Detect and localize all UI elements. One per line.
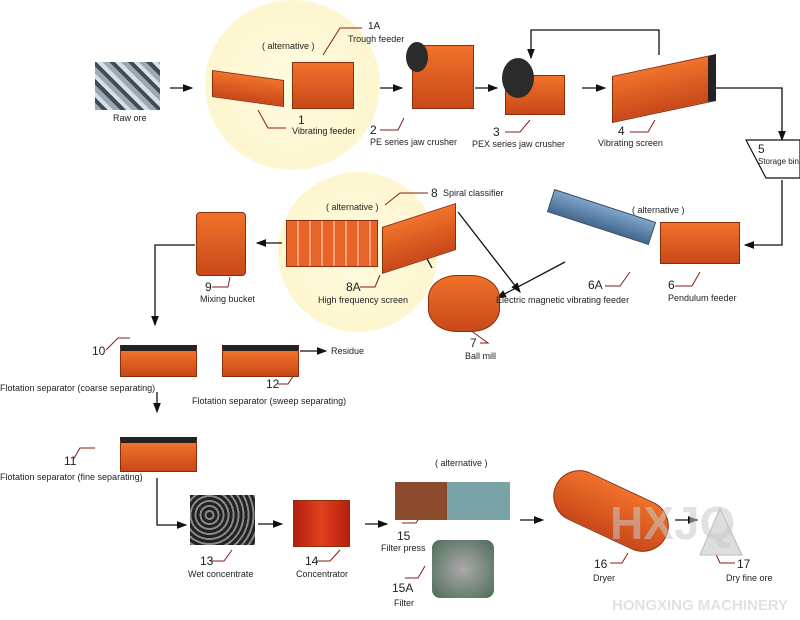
label-storage-bin: Storage bin bbox=[758, 157, 799, 166]
arrow bbox=[457, 211, 521, 294]
watermark-text: HONGXING MACHINERY bbox=[612, 597, 789, 614]
num-11: 11 bbox=[64, 454, 77, 468]
num-13: 13 bbox=[200, 554, 214, 568]
arrow bbox=[743, 180, 783, 249]
return-arrow bbox=[527, 29, 660, 60]
num-10: 10 bbox=[92, 344, 106, 358]
num-5: 5 bbox=[758, 142, 765, 156]
label-flotation-fine: Flotation separator (fine separating) bbox=[0, 472, 143, 482]
label-residue: Residue bbox=[331, 346, 365, 356]
num-12: 12 bbox=[266, 377, 280, 391]
alternative-label: ( alternative ) bbox=[326, 202, 379, 212]
flotation-separator-coarse bbox=[120, 345, 197, 377]
label-trough-feeder: Trough feeder bbox=[348, 34, 405, 44]
num-8a: 8A bbox=[346, 280, 361, 294]
num-17: 17 bbox=[737, 557, 751, 571]
raw-ore-image bbox=[95, 62, 160, 110]
flotation-separator-fine bbox=[120, 437, 197, 472]
label-vibrating-screen: Vibrating screen bbox=[598, 138, 663, 148]
alternative-label: ( alternative ) bbox=[632, 205, 685, 215]
mixing-bucket-machine bbox=[196, 212, 246, 276]
alternative-label: ( alternative ) bbox=[262, 41, 315, 51]
arrow bbox=[712, 87, 786, 142]
label-ball-mill: Ball mill bbox=[465, 351, 497, 361]
num-6a: 6A bbox=[588, 278, 603, 292]
label-electric-vibrating-feeder: Electric magnetic vibrating feeder bbox=[496, 295, 630, 305]
num-8: 8 bbox=[431, 186, 438, 200]
label-filter: Filter bbox=[394, 598, 414, 608]
num-3: 3 bbox=[493, 125, 500, 139]
label-pe-jaw-crusher: PE series jaw crusher bbox=[370, 137, 458, 147]
label-mixing-bucket: Mixing bucket bbox=[200, 294, 256, 304]
label-raw-ore: Raw ore bbox=[113, 113, 147, 123]
arrow bbox=[151, 244, 195, 327]
label-concentrator: Concentrator bbox=[296, 569, 349, 579]
num-9: 9 bbox=[205, 280, 212, 294]
trough-feeder-machine bbox=[292, 62, 354, 109]
label-dryer: Dryer bbox=[593, 573, 615, 583]
ball-mill-machine bbox=[428, 275, 500, 332]
num-14: 14 bbox=[305, 554, 319, 568]
arrow bbox=[495, 261, 566, 299]
label-filter-press: Filter press bbox=[381, 543, 426, 553]
pendulum-feeder-machine bbox=[660, 222, 740, 264]
num-2: 2 bbox=[370, 123, 377, 137]
alternative-label: ( alternative ) bbox=[435, 458, 488, 468]
crusher-flywheel bbox=[502, 58, 534, 98]
crusher-flywheel bbox=[406, 42, 428, 72]
watermark-logo: HXJQ bbox=[610, 497, 736, 549]
label-pendulum-feeder: Pendulum feeder bbox=[668, 293, 737, 303]
concentrator-machine bbox=[293, 500, 350, 547]
label-wet-concentrate: Wet concentrate bbox=[188, 569, 254, 579]
num-1: 1 bbox=[298, 113, 305, 127]
num-15a: 15A bbox=[392, 581, 414, 595]
num-7: 7 bbox=[470, 336, 477, 350]
num-16: 16 bbox=[594, 557, 608, 571]
num-1a: 1A bbox=[368, 21, 381, 32]
label-dry-fine-ore: Dry fine ore bbox=[726, 573, 773, 583]
flotation-separator-sweep bbox=[222, 345, 299, 377]
num-4: 4 bbox=[618, 124, 625, 138]
high-frequency-screen-machine bbox=[286, 220, 378, 267]
storage-bin-shape bbox=[745, 139, 800, 179]
label-vibrating-feeder: Vibrating feeder bbox=[292, 126, 356, 136]
label-high-frequency-screen: High frequency screen bbox=[318, 295, 409, 305]
label-flotation-sweep: Flotation separator (sweep separating) bbox=[192, 396, 347, 406]
label-spiral-classifier: Spiral classifier bbox=[443, 188, 504, 198]
num-6: 6 bbox=[668, 278, 675, 292]
wet-concentrate-image bbox=[190, 495, 255, 545]
arrow bbox=[156, 478, 188, 529]
filter-press-machine bbox=[395, 482, 510, 520]
filter-machine bbox=[432, 540, 494, 598]
num-15: 15 bbox=[397, 529, 411, 543]
label-pex-jaw-crusher: PEX series jaw crusher bbox=[472, 139, 566, 149]
label-flotation-coarse: Flotation separator (coarse separating) bbox=[0, 383, 156, 393]
dry-fine-ore-pile bbox=[699, 506, 743, 556]
